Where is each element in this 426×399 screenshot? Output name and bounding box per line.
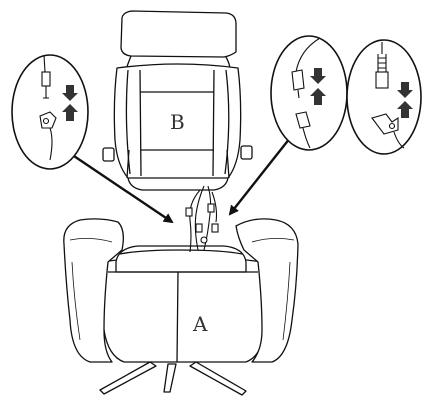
up-arrow-icon — [397, 101, 413, 118]
swivel-foot-left — [99, 361, 157, 395]
up-arrow-icon — [62, 104, 78, 121]
up-arrow-icon — [310, 88, 326, 105]
middle-callout-arrows — [310, 68, 326, 105]
right-callout-arrows — [397, 82, 413, 118]
left-armrest — [63, 218, 124, 363]
left-callout — [11, 54, 89, 170]
backrest-part-b — [102, 10, 253, 191]
middle-callout — [270, 35, 348, 151]
base-label: A — [192, 312, 208, 336]
seat-cushion — [115, 245, 247, 273]
left-callout-arrows — [62, 85, 78, 121]
down-arrow-icon — [397, 82, 413, 98]
middle-callout-circle — [270, 35, 348, 151]
right-armrest — [235, 218, 299, 363]
down-arrow-icon — [62, 85, 78, 101]
pointer-arrow-left — [67, 151, 174, 224]
hanging-cables — [185, 185, 219, 253]
right-hinge-tab — [240, 145, 253, 160]
pointer-arrow-right — [228, 137, 291, 216]
headrest — [120, 10, 237, 58]
down-arrow-icon — [310, 68, 326, 84]
backrest-label: B — [170, 110, 185, 134]
swivel-foot-back — [163, 363, 177, 393]
swivel-foot-right — [189, 361, 247, 396]
base-part-a — [63, 218, 299, 396]
left-hinge-tab — [102, 147, 115, 162]
right-callout-circle — [346, 39, 422, 155]
right-callout — [346, 39, 422, 155]
